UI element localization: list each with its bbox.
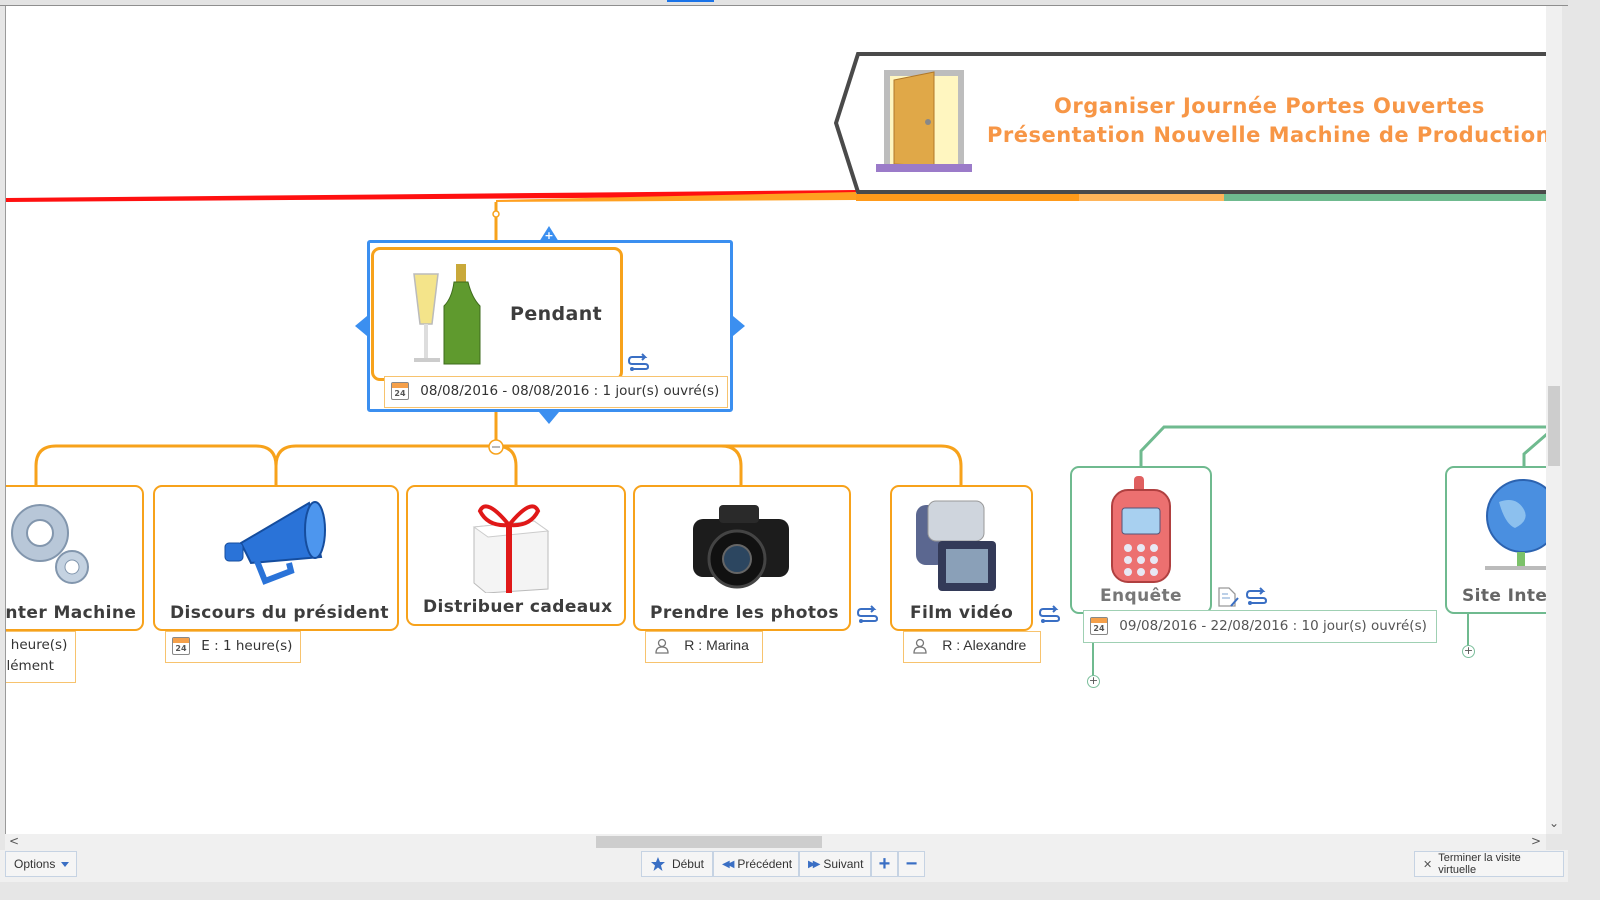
green-branch-line xyxy=(1139,425,1547,466)
globe-network-icon xyxy=(1485,479,1547,570)
presentation-toolbar: Options Début ◀◀ Précédent ▶▶ Suivant + … xyxy=(0,850,1568,882)
camcorder-icon xyxy=(916,500,996,591)
node-label-pendant: Pendant xyxy=(510,303,603,325)
scroll-down-arrow[interactable]: ⌄ xyxy=(1549,816,1560,830)
vertical-scrollbar-thumb[interactable] xyxy=(1548,386,1560,466)
presenter-machine-detail: … heure(s) …lément xyxy=(6,631,76,683)
options-button[interactable]: Options xyxy=(5,851,77,877)
relationship-icon[interactable] xyxy=(1246,586,1268,606)
star-icon xyxy=(650,857,665,871)
node-label-film: Film vidéo xyxy=(910,603,1014,623)
calendar-icon: 24 xyxy=(1090,617,1108,635)
node-enquete[interactable]: Enquête xyxy=(1070,466,1212,614)
champagne-icon xyxy=(413,264,481,365)
node-label-enquete: Enquête xyxy=(1100,586,1182,606)
node-site-internet[interactable]: Site Inte… xyxy=(1445,466,1547,614)
node-distribuer-cadeaux[interactable]: Distribuer cadeaux xyxy=(406,485,626,626)
note-icon[interactable] xyxy=(1217,586,1239,608)
branch-red xyxy=(6,190,856,202)
node-discours-president[interactable]: Discours du président xyxy=(153,485,399,631)
node-presenter-machine[interactable]: …nter Machine xyxy=(5,485,144,631)
zoom-out-button[interactable]: − xyxy=(898,851,925,877)
megaphone-icon xyxy=(224,501,326,585)
expand-site-internet-button[interactable]: + xyxy=(1462,644,1475,658)
calendar-icon: 24 xyxy=(172,637,190,655)
forward-icon: ▶▶ xyxy=(808,858,821,870)
header-title-line1: Organiser Journée Portes Ouvertes xyxy=(1054,94,1485,118)
horizontal-scrollbar-thumb[interactable] xyxy=(596,836,822,848)
dropdown-arrow-icon xyxy=(61,861,70,867)
node-label-cadeaux: Distribuer cadeaux xyxy=(423,597,613,617)
active-tab-indicator[interactable] xyxy=(667,0,714,2)
horizontal-scrollbar[interactable]: < > xyxy=(5,834,1546,850)
person-icon xyxy=(913,638,927,654)
header-underline-orange xyxy=(856,194,1079,201)
expand-enquete-button[interactable]: + xyxy=(1087,674,1100,688)
calendar-icon: 24 xyxy=(391,382,409,400)
header-node-shape xyxy=(834,52,1547,194)
gears-icon xyxy=(11,504,89,584)
relationship-icon[interactable] xyxy=(628,352,650,372)
film-detail: R : Alexandre xyxy=(903,631,1041,663)
stem-knob xyxy=(492,210,500,218)
precedent-button[interactable]: ◀◀ Précédent xyxy=(713,851,799,877)
person-icon xyxy=(655,638,669,654)
relationship-icon[interactable] xyxy=(857,604,879,624)
scroll-left-arrow[interactable]: < xyxy=(9,834,20,848)
zoom-in-button[interactable]: + xyxy=(871,851,898,877)
relationship-icon[interactable] xyxy=(1039,604,1061,624)
debut-button[interactable]: Début xyxy=(641,851,713,877)
branch-orange xyxy=(496,192,856,202)
vertical-scrollbar[interactable]: ⌄ xyxy=(1546,6,1562,834)
pendant-date-detail: 24 08/08/2016 - 08/08/2016 : 1 jour(s) o… xyxy=(384,376,728,408)
pendant-date-text: 08/08/2016 - 08/08/2016 : 1 jour(s) ouvr… xyxy=(420,383,720,399)
node-label-photos: Prendre les photos xyxy=(650,603,839,623)
mobile-phone-icon xyxy=(1111,476,1171,583)
camera-icon xyxy=(693,505,789,589)
photos-detail: R : Marina xyxy=(645,631,763,663)
end-tour-button[interactable]: ✕ Terminer la visite virtuelle xyxy=(1414,851,1564,877)
suivant-button[interactable]: ▶▶ Suivant xyxy=(799,851,871,877)
node-label-discours: Discours du président xyxy=(170,603,389,623)
node-prendre-photos[interactable]: Prendre les photos xyxy=(633,485,851,631)
rewind-icon: ◀◀ xyxy=(722,858,735,870)
gift-icon xyxy=(472,504,550,593)
close-icon: ✕ xyxy=(1423,858,1433,871)
discours-detail: 24 E : 1 heure(s) xyxy=(165,631,301,663)
door-icon xyxy=(876,70,972,172)
enquete-date-detail: 24 09/08/2016 - 22/08/2016 : 10 jour(s) … xyxy=(1083,610,1437,643)
node-label-site-internet: Site Inte… xyxy=(1462,586,1547,606)
header-underline-light-orange xyxy=(1079,194,1224,201)
header-underline-green xyxy=(1224,194,1547,201)
connector-lines xyxy=(6,190,1547,676)
node-pendant[interactable]: Pendant xyxy=(371,247,623,381)
mindmap-canvas[interactable]: Organiser Journée Portes Ouvertes Présen… xyxy=(5,6,1547,834)
green-branch-line-2 xyxy=(1522,432,1547,466)
scroll-right-arrow[interactable]: > xyxy=(1531,834,1542,848)
node-film-video[interactable]: Film vidéo xyxy=(890,485,1033,631)
window-top-bar xyxy=(0,0,1568,6)
header-title-line2: Présentation Nouvelle Machine de Product… xyxy=(987,123,1547,147)
node-label-presenter-machine: …nter Machine xyxy=(5,603,137,623)
